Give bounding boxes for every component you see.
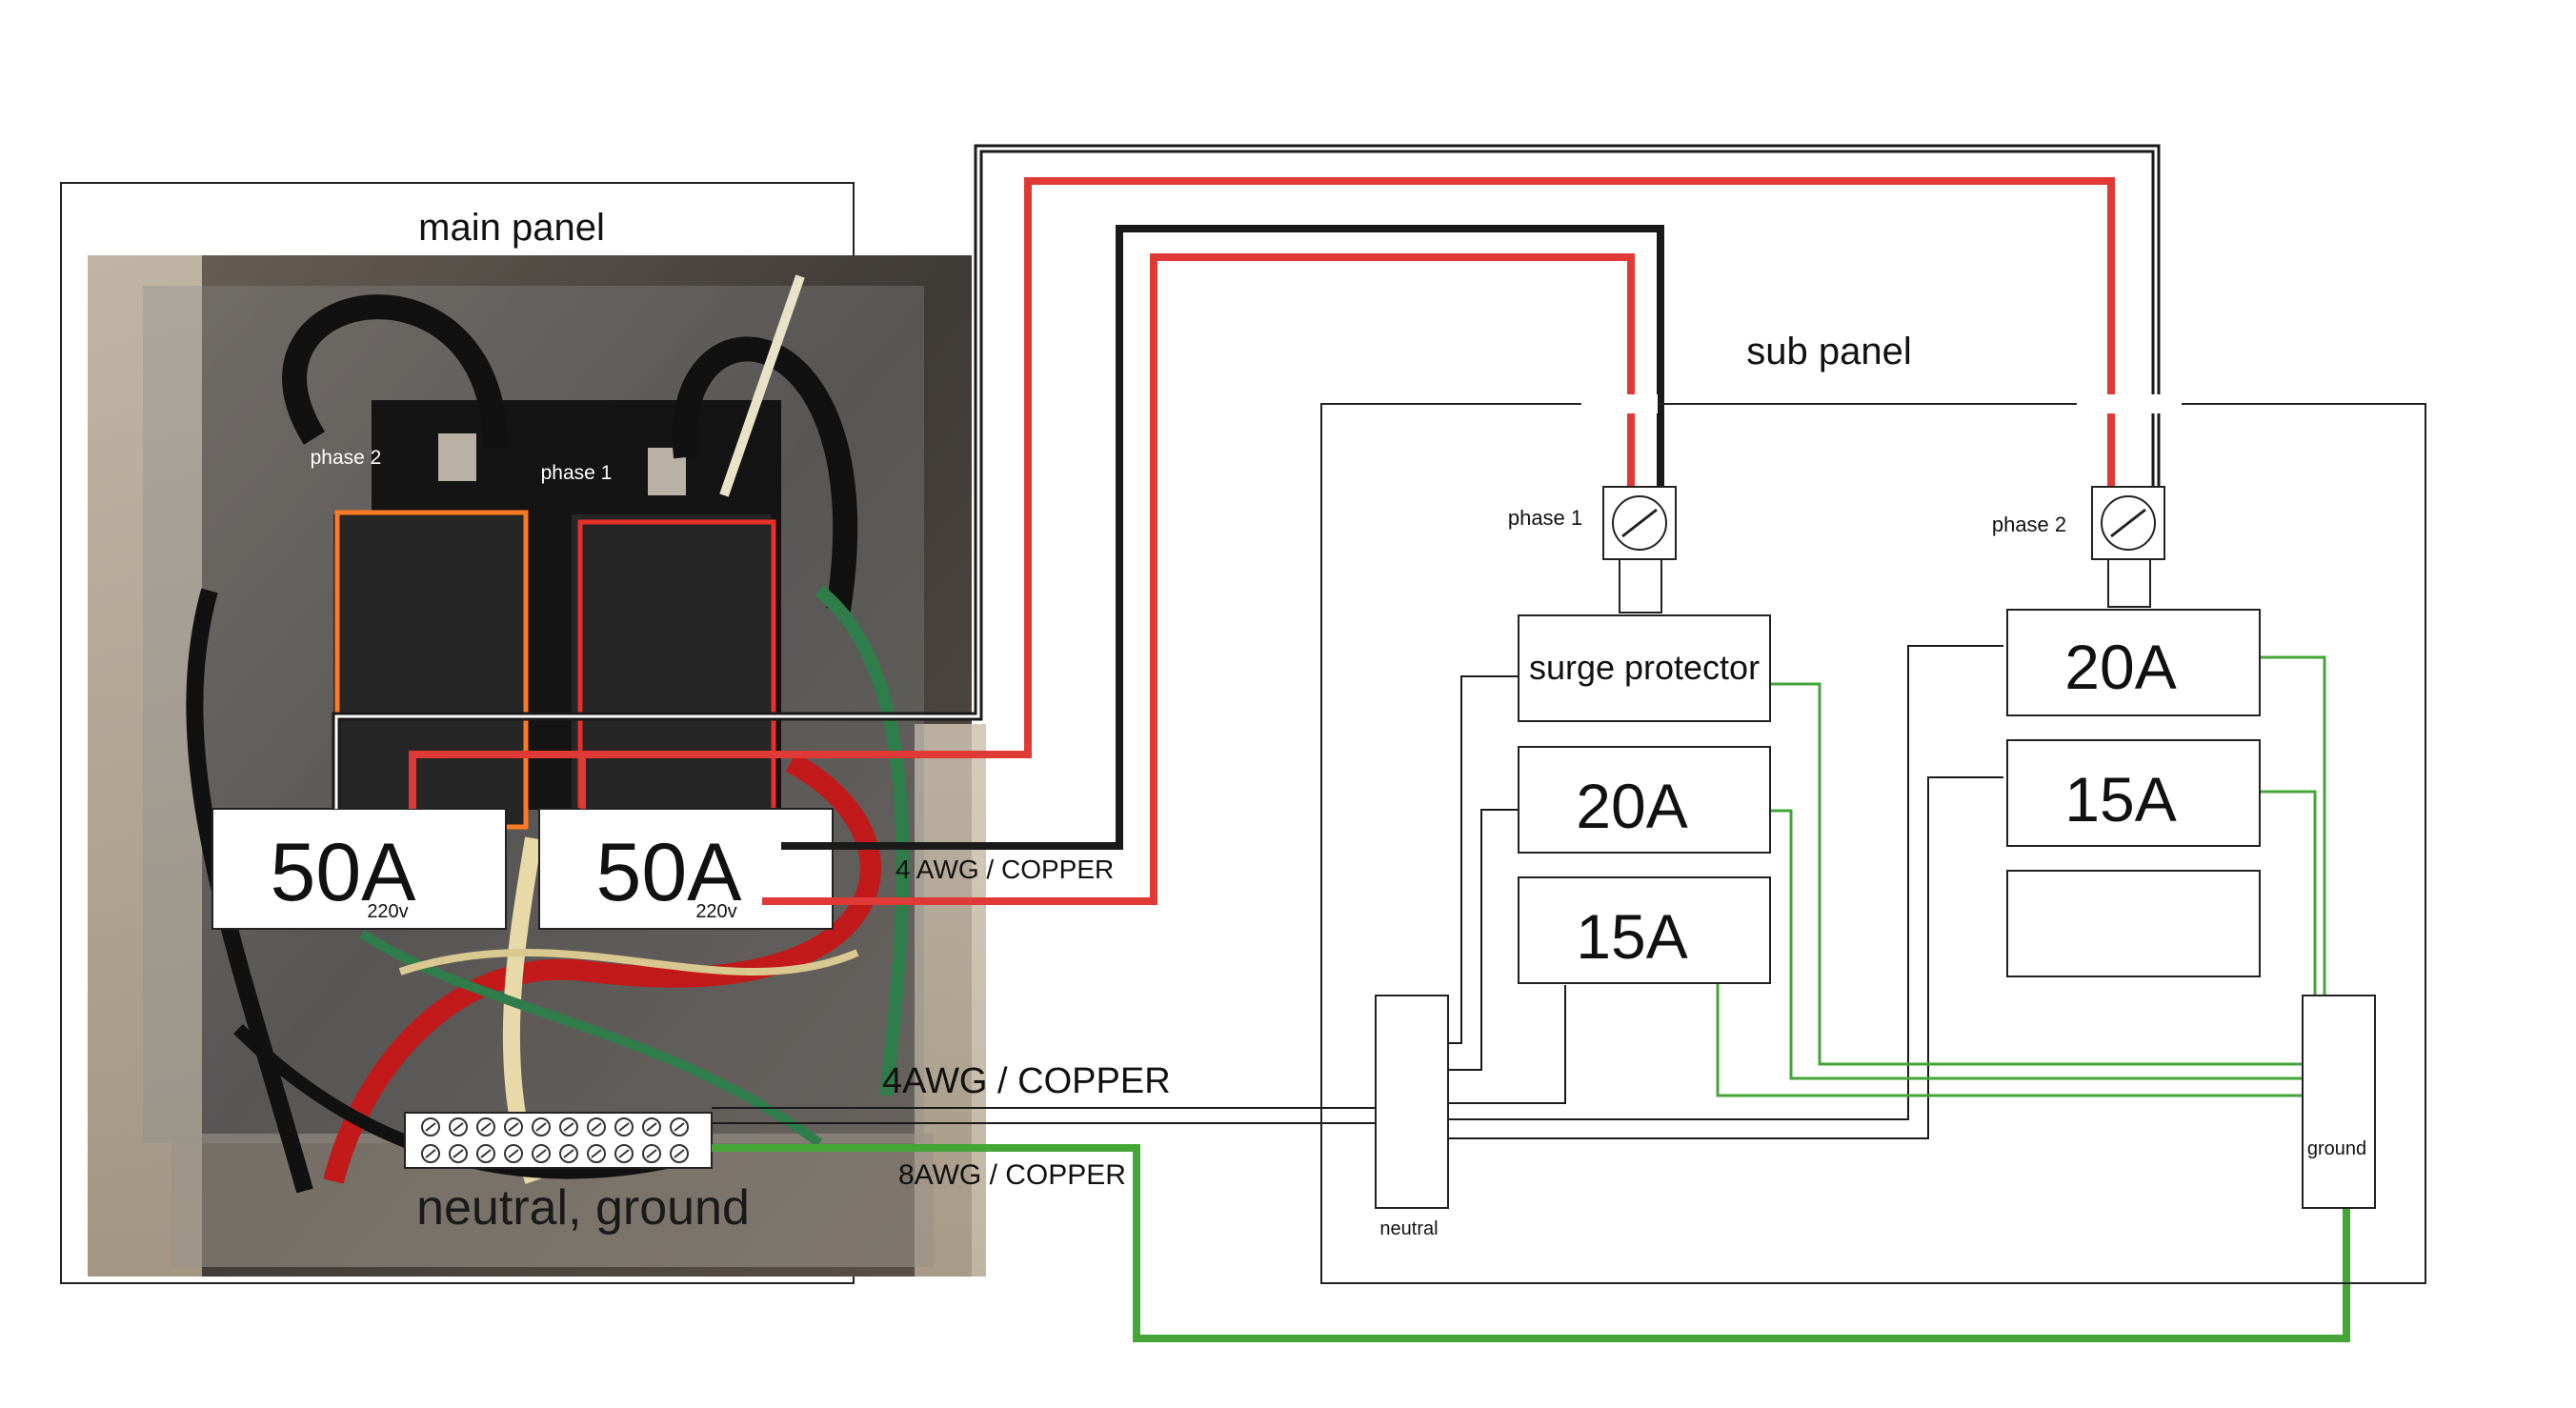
bus-bar-screw-slot [646, 1122, 657, 1132]
main-breaker-right-rating: 50A [595, 827, 742, 918]
ground-feed-label: 8AWG / COPPER [898, 1159, 1126, 1191]
sub-breaker-left-1-box [1518, 746, 1771, 854]
bus-bar-screw-slot [563, 1122, 574, 1132]
sub-ground-bar [2302, 995, 2376, 1209]
main-bus-bar [404, 1112, 713, 1169]
outer-red-conductor [409, 177, 2115, 809]
phase-2-label-main: phase 2 [311, 447, 382, 469]
inner-red-conductor [762, 253, 1635, 905]
sub-ground-label: ground [2307, 1138, 2366, 1159]
sub-breaker-left-1: 20A [1576, 771, 1687, 841]
sub-breaker-left-2: 15A [1576, 901, 1687, 972]
inner-black-conductor [781, 225, 1664, 850]
bus-bar-screw-slot [618, 1149, 630, 1158]
bus-bar-screw-slot [674, 1149, 685, 1158]
neutral-feed-label: 4AWG / COPPER [882, 1061, 1171, 1101]
bus-bar-screw-slot [425, 1149, 436, 1158]
ground-feed [712, 1144, 2350, 1342]
sub-panel-frame [1320, 403, 2426, 1284]
main-breaker-left: 50A 220v [211, 808, 507, 930]
bus-bar-screw-slot [508, 1149, 519, 1158]
bus-bar-screw-slot [646, 1149, 657, 1158]
main-breaker-right: 50A 220v [538, 808, 834, 930]
bus-bar-screw-slot [535, 1122, 547, 1132]
phase-1-label-main: phase 1 [541, 462, 613, 484]
bus-bar-screws [421, 1117, 689, 1163]
sub-panel-title: sub panel [1746, 331, 1911, 372]
sub-breaker-left-2-box [1518, 876, 1771, 984]
bus-bar-screw-slot [480, 1149, 492, 1158]
sub-breaker-right-1-box [2006, 609, 2261, 716]
phase-2-label-sub: phase 2 [1992, 513, 2066, 536]
bus-bar-screw-slot [508, 1122, 519, 1132]
main-panel-title: main panel [418, 207, 605, 249]
sub-neutral-label: neutral [1379, 1218, 1438, 1239]
bus-bar-screw-slot [453, 1122, 464, 1132]
bus-bar-screw-slot [618, 1122, 630, 1132]
sub-breaker-right-1: 20A [2064, 632, 2176, 702]
main-panel: main panel phase 2 ph [60, 182, 986, 1284]
sub-breaker-right-3-box [2006, 870, 2261, 977]
surge-protector-label: surge protector [1529, 648, 1760, 687]
sub-breaker-right-2: 15A [2064, 764, 2176, 835]
bus-bar-screw-slot [563, 1149, 574, 1158]
surge-protector-box [1518, 614, 1771, 722]
bus-bar-screw-slot [480, 1122, 492, 1132]
branch-ground-wires [1716, 655, 2326, 1097]
phase-1-lug [1602, 486, 1677, 613]
bus-bar-screw-slot [535, 1149, 547, 1158]
neutral-ground-label: neutral, ground [416, 1180, 750, 1236]
sub-panel: sub panel phase 1 phase 2 [1320, 331, 2426, 1284]
bus-bar-screw-slot [674, 1122, 685, 1132]
bus-bar-screw-slot [453, 1149, 464, 1158]
phase-2-lug [2091, 486, 2165, 608]
main-breaker-left-voltage: 220v [367, 901, 408, 922]
bus-bar-screw-slot [425, 1122, 436, 1132]
bus-bar-screw-slot [591, 1122, 602, 1132]
wires [332, 144, 2350, 1342]
sub-breaker-right-2-box [2006, 739, 2261, 847]
phase-1-label-sub: phase 1 [1508, 506, 1582, 530]
main-breaker-right-voltage: 220v [695, 901, 736, 922]
sub-neutral-bar [1375, 995, 1449, 1209]
main-breaker-left-rating: 50A [270, 827, 416, 918]
hot-feed-label: 4 AWG / COPPER [896, 855, 1114, 884]
bus-bar-screw-slot [591, 1149, 602, 1158]
